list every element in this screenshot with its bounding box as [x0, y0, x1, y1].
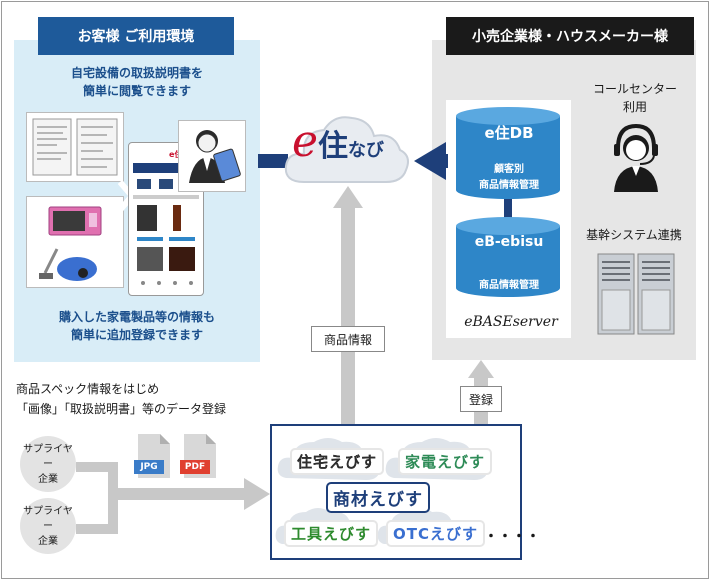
e-junavi-logo: e 住 なび	[292, 116, 384, 176]
db-ebisu-name: eB-ebisu	[474, 234, 544, 250]
supplier-circle-2: サプライヤー 企業	[20, 498, 76, 554]
logo-nabi: なび	[348, 140, 385, 161]
jpg-label: JPG	[140, 462, 158, 472]
call-center-label-line2: 利用	[622, 100, 647, 114]
call-center-icon	[614, 123, 658, 192]
manual-view-text: 自宅設備の取扱説明書を 簡単に閲覧できます	[14, 64, 260, 100]
db-eju-name: e住DB	[484, 124, 534, 142]
server-rack-icon	[597, 253, 675, 335]
call-center-label-line1: コールセンター	[592, 82, 677, 96]
db-eju-line2: 商品情報管理	[479, 180, 539, 191]
horizontal-arrows	[258, 142, 448, 180]
supplier-2-line2: 企業	[38, 535, 58, 547]
materials-ebisu-label: 商材えびす	[326, 482, 430, 513]
supplier-1-line1: サプライヤー	[23, 443, 73, 470]
pdf-file-icon	[180, 434, 216, 478]
core-system-label: 基幹システム連携	[586, 228, 682, 242]
ebase-server-label: eBASEserver	[464, 314, 558, 330]
logo-e: e	[292, 116, 319, 167]
register-info-text: 購入した家電製品等の情報も 簡単に追加登録できます	[14, 308, 260, 344]
manual-document-image	[26, 112, 124, 182]
cloud-shape	[284, 116, 409, 183]
data-registration-text: 商品スペック情報をはじめ 「画像」「取扱説明書」等のデータ登録	[16, 379, 226, 419]
appliances-image	[26, 196, 124, 288]
call-center-label: コールセンター 利用	[580, 80, 690, 116]
manual-view-text-line1: 自宅設備の取扱説明書を	[70, 66, 203, 80]
supplier-2-line1: サプライヤー	[23, 505, 73, 532]
supplier-1-line2: 企業	[38, 473, 58, 485]
jpg-file-icon	[134, 434, 170, 478]
db-eju-line1: 顧客別	[494, 164, 524, 175]
db-ebisu-line1: 商品情報管理	[479, 280, 539, 291]
ebisu-services-box: 住宅えびす 家電えびす 商材えびす 工具えびす OTCえびす ・・・・	[270, 424, 540, 560]
register-info-text-line2: 簡単に追加登録できます	[70, 328, 203, 342]
logo-ju: 住	[318, 129, 349, 164]
supplier-circle-1: サプライヤー 企業	[20, 436, 76, 492]
housing-ebisu-label: 住宅えびす	[290, 448, 385, 475]
supplier-connector-arrow	[76, 462, 270, 534]
register-label: 登録	[460, 386, 502, 412]
otc-ebisu-label: OTCえびす	[386, 520, 485, 547]
database-cylinders	[456, 107, 560, 297]
register-info-text-line1: 購入した家電製品等の情報も	[58, 310, 215, 324]
user-avatar-image	[178, 120, 246, 192]
product-info-label: 商品情報	[311, 326, 385, 352]
pdf-label: PDF	[184, 462, 206, 472]
customer-environment-title: お客様 ご利用環境	[38, 17, 234, 55]
retailer-panel-title: 小売企業様・ハウスメーカー様	[446, 17, 694, 55]
manual-view-text-line2: 簡単に閲覧できます	[82, 84, 191, 98]
product-info-up-arrow	[333, 186, 363, 424]
more-ellipsis: ・・・・	[484, 529, 540, 545]
tools-ebisu-label: 工具えびす	[284, 520, 379, 547]
data-registration-line2: 「画像」「取扱説明書」等のデータ登録	[16, 402, 227, 416]
data-registration-line1: 商品スペック情報をはじめ	[16, 382, 160, 396]
appliance-ebisu-label: 家電えびす	[398, 448, 493, 475]
